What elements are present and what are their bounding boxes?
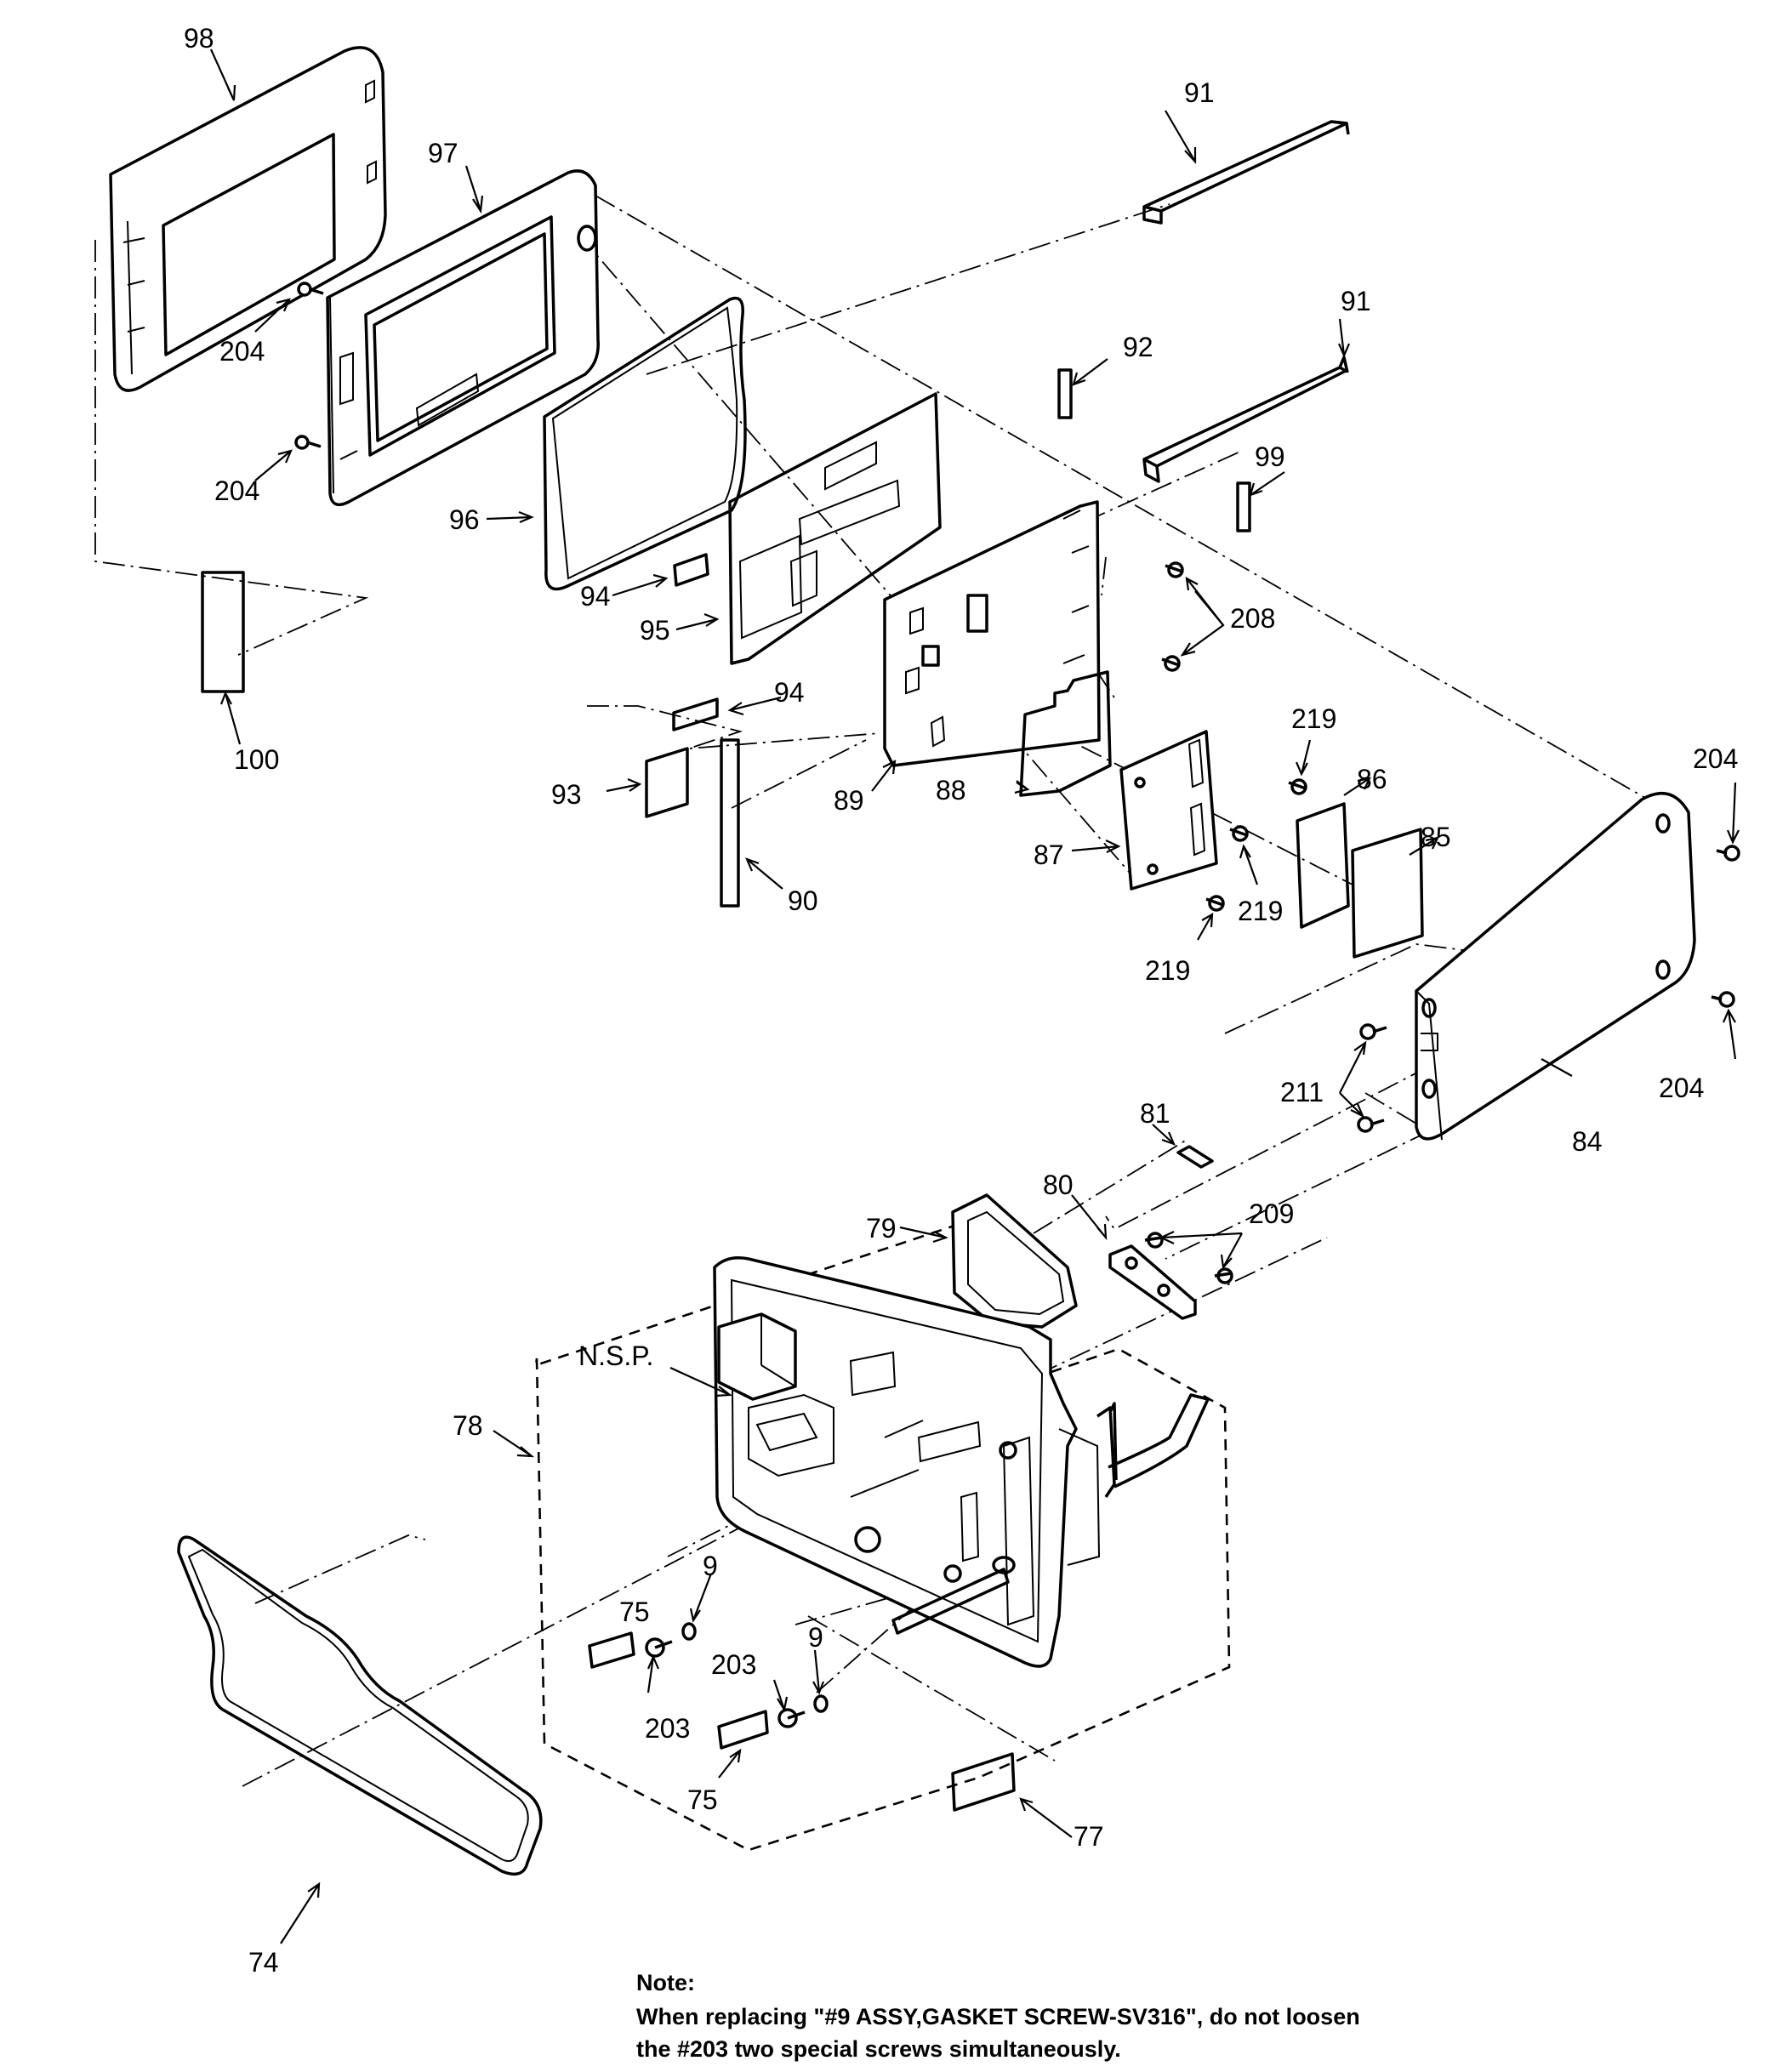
screw-211-a	[1359, 1023, 1387, 1040]
screw-209-b	[1214, 1267, 1233, 1284]
screw-219-b	[1229, 825, 1249, 842]
part-75-label-upper	[588, 1631, 635, 1669]
screw-204-d	[1711, 991, 1735, 1008]
label-81: 81	[1140, 1098, 1170, 1129]
part-91-trim-strip-upper	[1142, 120, 1350, 225]
label-75-b: 75	[687, 1785, 718, 1815]
label-219-a: 219	[1291, 703, 1336, 734]
screws	[294, 282, 1740, 1728]
screw-204-a	[297, 282, 324, 297]
label-98: 98	[184, 23, 214, 54]
part-92-label	[1057, 368, 1073, 419]
note-line-2: the #203 two special screws simultaneous…	[636, 2036, 1121, 2062]
label-84: 84	[1572, 1126, 1603, 1157]
label-204-a: 204	[219, 336, 265, 367]
label-219-c: 219	[1145, 955, 1190, 986]
part-number-labels: 98 97 204 204 96 100 91 91 92 99 94 95 9…	[184, 23, 1738, 1978]
part-87-circuit-board	[1119, 730, 1218, 891]
label-208: 208	[1230, 603, 1275, 634]
part-80-switch-board	[1108, 1244, 1197, 1320]
note-heading: Note:	[636, 1970, 695, 1995]
part-95-insulator-sheet	[728, 392, 942, 665]
label-219-b: 219	[1238, 896, 1283, 926]
label-85: 85	[1421, 822, 1451, 852]
label-86: 86	[1357, 764, 1387, 794]
washer-9-a	[681, 1622, 697, 1641]
label-100: 100	[234, 744, 279, 775]
part-81-small-part	[1176, 1145, 1214, 1169]
part-74-large-gasket	[177, 1535, 543, 1876]
label-88: 88	[936, 775, 966, 805]
part-77-label	[951, 1752, 1016, 1812]
label-77: 77	[1074, 1821, 1104, 1852]
screw-204-b	[294, 435, 322, 450]
part-89-bracket	[883, 500, 1101, 767]
part-99-label	[1236, 481, 1251, 532]
label-90: 90	[788, 885, 818, 916]
flex-cable	[1096, 1393, 1210, 1498]
screw-204-c	[1716, 845, 1740, 862]
screw-203-a	[645, 1637, 673, 1658]
part-94-sheet-lower	[672, 697, 719, 731]
label-96: 96	[449, 504, 480, 535]
label-204-b: 204	[214, 475, 259, 506]
label-94-b: 94	[774, 677, 805, 708]
washer-9-b	[813, 1694, 829, 1713]
part-97-display-bezel	[326, 169, 600, 507]
part-85-sheet	[1351, 828, 1424, 959]
label-9-a: 9	[703, 1551, 718, 1581]
label-87: 87	[1034, 840, 1064, 870]
part-96-gasket	[543, 296, 747, 591]
label-91-b: 91	[1341, 286, 1371, 316]
screw-208-b	[1161, 655, 1181, 672]
part-91-trim-strip-lower	[1142, 356, 1349, 483]
screw-209-a	[1144, 1232, 1164, 1249]
label-211: 211	[1280, 1077, 1324, 1107]
part-86-sheet	[1296, 802, 1350, 929]
label-204-d: 204	[1659, 1073, 1704, 1103]
assembly-lines	[94, 195, 1664, 1787]
part-100-label	[201, 571, 245, 693]
label-nsp: N.S.P.	[578, 1341, 653, 1371]
label-75-a: 75	[619, 1597, 650, 1627]
kit-78-boundary	[534, 1223, 1231, 1852]
part-90-strip	[720, 738, 740, 908]
part-88-shield-sheet	[1019, 670, 1112, 797]
label-204-c: 204	[1693, 743, 1738, 774]
part-93-sheet	[645, 747, 689, 818]
label-99: 99	[1255, 441, 1285, 472]
label-92: 92	[1123, 332, 1153, 362]
label-74: 74	[248, 1947, 279, 1978]
label-9-b: 9	[808, 1622, 823, 1653]
label-78: 78	[453, 1410, 483, 1441]
part-98-display-frame	[109, 46, 387, 392]
screw-203-b	[777, 1708, 806, 1728]
main-housing-nsp	[713, 1256, 1101, 1668]
part-75-label-lower	[717, 1710, 769, 1750]
note-line-1: When replacing "#9 ASSY,GASKET SCREW-SV3…	[636, 2004, 1360, 2029]
label-93: 93	[551, 779, 582, 810]
part-84-rear-cover	[1415, 792, 1696, 1141]
label-95: 95	[640, 615, 670, 646]
label-203-b: 203	[711, 1649, 756, 1680]
leader-lines	[209, 48, 1740, 1944]
label-209: 209	[1249, 1198, 1294, 1229]
label-203-a: 203	[645, 1713, 690, 1744]
screw-208-a	[1165, 561, 1184, 578]
screw-211-b	[1357, 1116, 1385, 1133]
note-block: Note: When replacing "#9 ASSY,GASKET SCR…	[636, 1970, 1360, 2062]
part-94-sheet-upper	[673, 553, 709, 587]
label-91-a: 91	[1184, 77, 1215, 108]
label-89: 89	[834, 785, 864, 816]
screw-219-c	[1205, 895, 1225, 912]
label-94-a: 94	[580, 581, 611, 612]
screw-219-a	[1288, 778, 1307, 795]
label-80: 80	[1043, 1170, 1074, 1200]
label-79: 79	[866, 1213, 897, 1244]
label-97: 97	[428, 138, 458, 168]
part-79-cover	[951, 1193, 1078, 1329]
